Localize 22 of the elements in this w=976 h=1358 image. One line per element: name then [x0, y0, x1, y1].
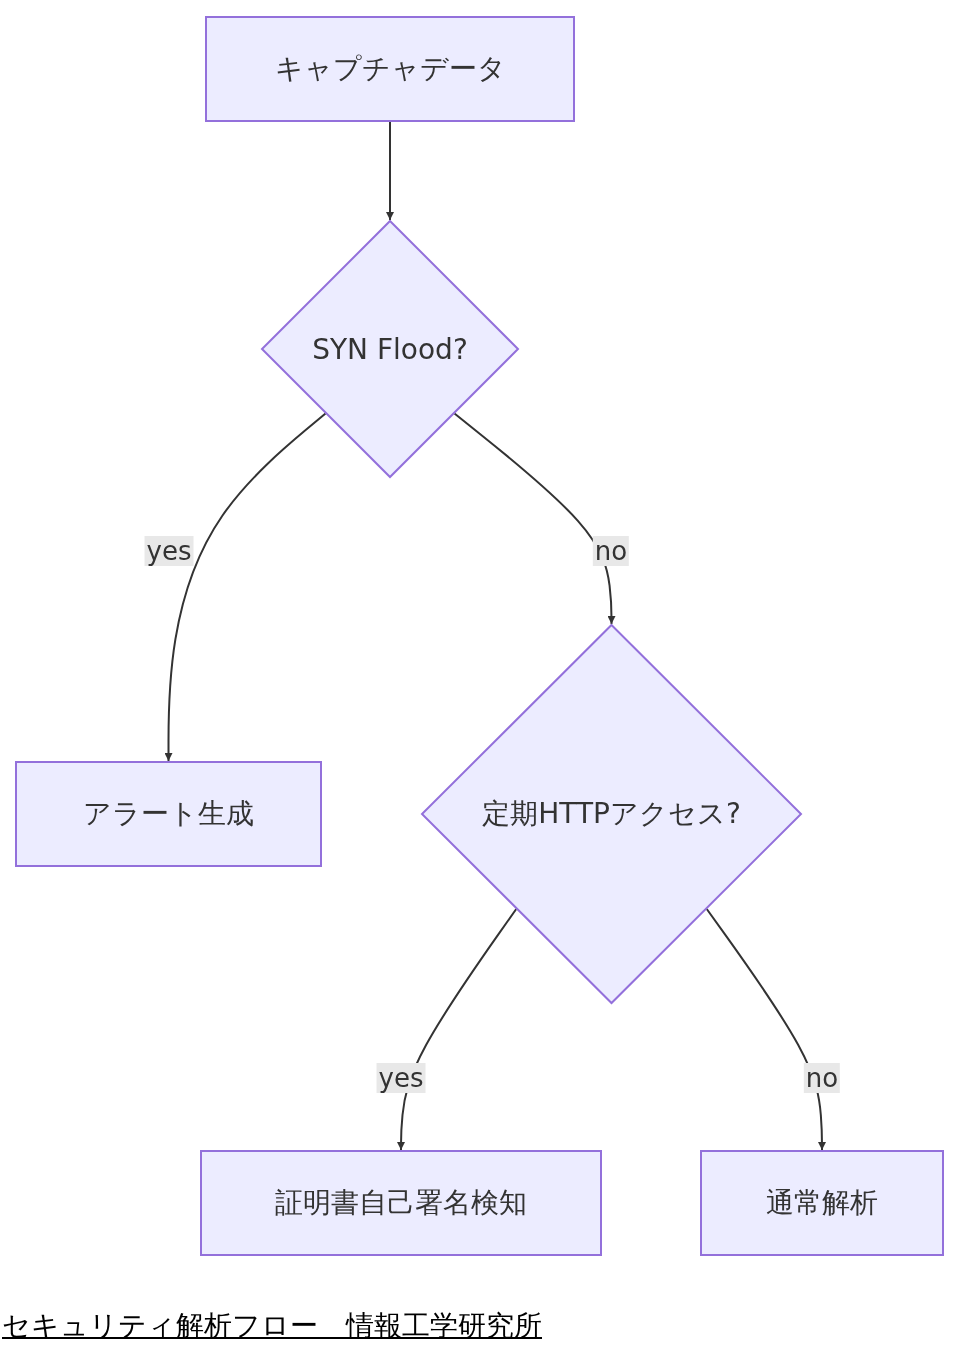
node-label: SYN Flood?	[312, 332, 468, 366]
process-box	[200, 1150, 602, 1256]
node-label: 通常解析	[766, 1185, 878, 1221]
edge-label: yes	[376, 1063, 426, 1093]
arrow	[453, 412, 616, 625]
arrow	[705, 908, 826, 1151]
arrow	[386, 121, 394, 221]
edge-label: yes	[144, 536, 194, 566]
node-label: アラート生成	[83, 796, 254, 832]
arrow	[164, 412, 327, 762]
node-label: 定期HTTPアクセス?	[482, 796, 741, 832]
caption: セキュリティ解析フロー 情報工学研究所	[2, 1308, 542, 1344]
decision-diamond	[261, 220, 519, 478]
edge-label: no	[803, 1063, 841, 1093]
process-box	[700, 1150, 944, 1256]
process-box	[15, 761, 322, 867]
decision-diamond	[421, 624, 802, 1004]
process-box	[205, 16, 575, 122]
node-label: キャプチャデータ	[274, 51, 506, 87]
node-label: 証明書自己署名検知	[275, 1185, 527, 1221]
edge-label: no	[592, 536, 630, 566]
arrow	[397, 908, 518, 1151]
